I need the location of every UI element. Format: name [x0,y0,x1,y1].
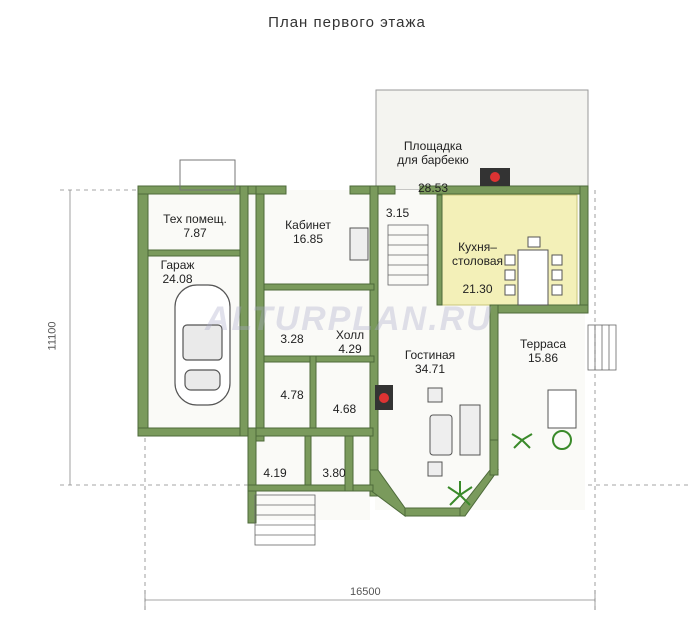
room-kitchen-area: 21.30 [462,282,493,296]
room-kitchen-name: Кухня– столовая [452,240,503,268]
sofa-icon [349,227,577,477]
car-icon [174,284,231,406]
room-terrace-name: Терраса [519,337,567,351]
room-living: Гостиная 34.71 [390,348,470,376]
room-closet1: 4.78 [272,388,312,402]
room-living-area: 34.71 [414,362,446,376]
walls [137,159,589,524]
room-bbq-area: 28.53 [417,181,449,195]
room-office-area: 16.85 [292,232,324,246]
room-office-name: Кабинет [285,218,331,232]
plant-icon [447,430,572,506]
room-stairs: 3.15 [380,206,415,220]
room-vest2: 3.80 [314,466,354,480]
dimension-width: 16500 [350,586,381,598]
plan-title: План первого этажа [268,14,426,31]
room-closet2-area: 4.68 [332,402,357,416]
room-office: Кабинет 16.85 [268,218,348,246]
dining-table-icon [504,236,563,306]
room-bath: 3.28 [272,332,312,346]
room-tech: Тех помещ. 7.87 [150,212,240,240]
room-vest1: 4.19 [255,466,295,480]
room-garage: Гараж 24.08 [150,258,205,286]
room-closet1-area: 4.78 [280,388,304,402]
dimension-height: 11100 [46,321,59,351]
room-garage-area: 24.08 [162,272,193,286]
room-tech-area: 7.87 [183,226,207,240]
room-kitchen: Кухня– столовая 21.30 [440,226,515,310]
stairs-icon [254,224,617,546]
room-hall-name: Холл [335,328,365,342]
room-vest2-area: 3.80 [322,466,346,480]
watermark: ALTURPLAN.RU [205,300,493,338]
room-tech-name: Тех помещ. [163,212,227,226]
room-bath-area: 3.28 [280,332,304,346]
room-hall: Холл 4.29 [330,328,370,356]
room-living-name: Гостиная [404,348,456,362]
room-hall-area: 4.29 [338,342,362,356]
room-garage-name: Гараж [160,258,195,272]
fireplace-icon [375,168,510,410]
room-terrace-area: 15.86 [527,351,559,365]
room-stairs-area: 3.15 [385,206,410,220]
room-closet2: 4.68 [322,402,367,416]
room-vest1-area: 4.19 [263,466,287,480]
room-bbq-name: Площадка для барбекю [397,139,469,167]
room-bbq: Площадка для барбекю 28.53 [378,125,488,209]
room-terrace: Терраса 15.86 [508,337,578,365]
